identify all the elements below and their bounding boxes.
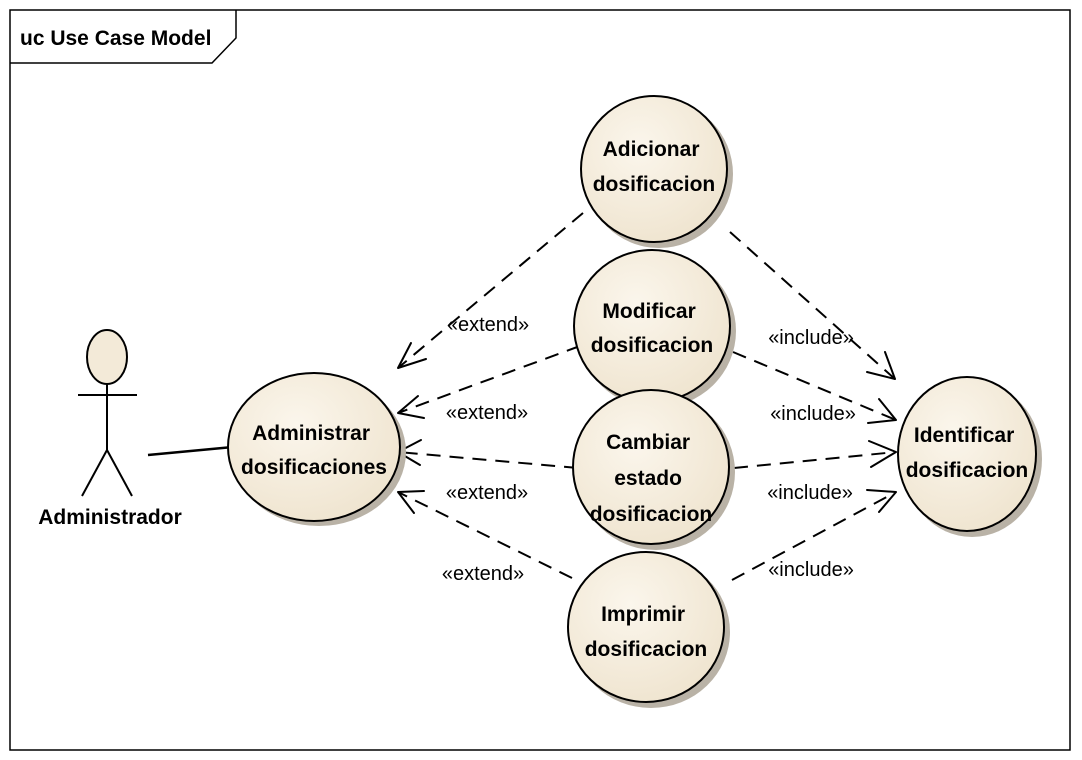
use-case-imprimir-dosificacion[interactable]: Imprimir dosificacion	[567, 551, 725, 703]
extend-relations	[397, 212, 584, 579]
frame-title-tab	[10, 10, 237, 64]
include-labels: «include» «include» «include» «include»	[767, 327, 856, 581]
association-line	[147, 445, 234, 457]
use-case-ellipse	[567, 551, 725, 703]
extend-arrowhead-modificar	[397, 395, 425, 419]
diagram-frame	[9, 9, 1071, 751]
use-case-label: Imprimir dosificacion	[585, 603, 708, 661]
use-case-ellipse	[572, 389, 730, 545]
include-arrowhead-imprimir	[866, 489, 897, 513]
include-label: «include»	[768, 559, 854, 581]
actor-label: Administrador	[38, 506, 182, 529]
extend-arrowhead-adicionar	[397, 342, 427, 369]
extend-arrowhead-imprimir	[397, 490, 425, 514]
use-case-administrar-dosificaciones[interactable]: Administrar dosificaciones	[227, 372, 401, 522]
include-line-cambiar	[733, 451, 897, 469]
include-line-adicionar	[729, 231, 896, 380]
extend-label: «extend»	[442, 563, 524, 585]
include-relations	[729, 231, 897, 581]
extend-labels: «extend» «extend» «extend» «extend»	[442, 314, 529, 585]
actor-left-leg	[81, 449, 108, 497]
use-case-label: Adicionar dosificacion	[593, 138, 716, 196]
use-case-modificar-dosificacion[interactable]: Modificar dosificacion	[573, 249, 731, 403]
use-case-label: Modificar dosificacion	[591, 300, 714, 357]
include-label: «include»	[770, 403, 856, 425]
include-arrowhead-cambiar	[868, 440, 897, 468]
use-case-label: Identificar dosificacion	[906, 424, 1029, 482]
extend-line-imprimir	[397, 491, 573, 579]
frame-title: uc Use Case Model	[20, 27, 211, 50]
include-arrowhead-adicionar	[866, 351, 896, 380]
actor-head	[86, 329, 128, 385]
use-case-ellipse	[580, 95, 728, 243]
actor-right-leg	[106, 449, 133, 497]
use-case-ellipse	[897, 376, 1037, 532]
use-case-label: Administrar dosificaciones	[241, 422, 387, 479]
extend-line-modificar	[397, 345, 581, 414]
use-case-ellipse	[227, 372, 401, 522]
use-case-ellipse	[573, 249, 731, 403]
include-label: «include»	[767, 482, 853, 504]
extend-label: «extend»	[446, 482, 528, 504]
extend-label: «extend»	[446, 402, 528, 424]
use-case-cambiar-estado-dosificacion[interactable]: Cambiar estado dosificacion	[572, 389, 730, 545]
include-label: «include»	[768, 327, 854, 349]
include-line-modificar	[732, 351, 897, 421]
use-case-adicionar-dosificacion[interactable]: Adicionar dosificacion	[580, 95, 728, 243]
include-line-imprimir	[731, 491, 897, 581]
use-case-identificar-dosificacion[interactable]: Identificar dosificacion	[897, 376, 1037, 532]
extend-line-cambiar	[397, 451, 579, 469]
use-case-label: Cambiar estado dosificacion	[590, 431, 713, 526]
actor-administrador[interactable]: Administrador	[38, 329, 182, 529]
include-arrowhead-modificar	[867, 398, 897, 424]
extend-line-adicionar	[397, 212, 584, 369]
extend-label: «extend»	[447, 314, 529, 336]
